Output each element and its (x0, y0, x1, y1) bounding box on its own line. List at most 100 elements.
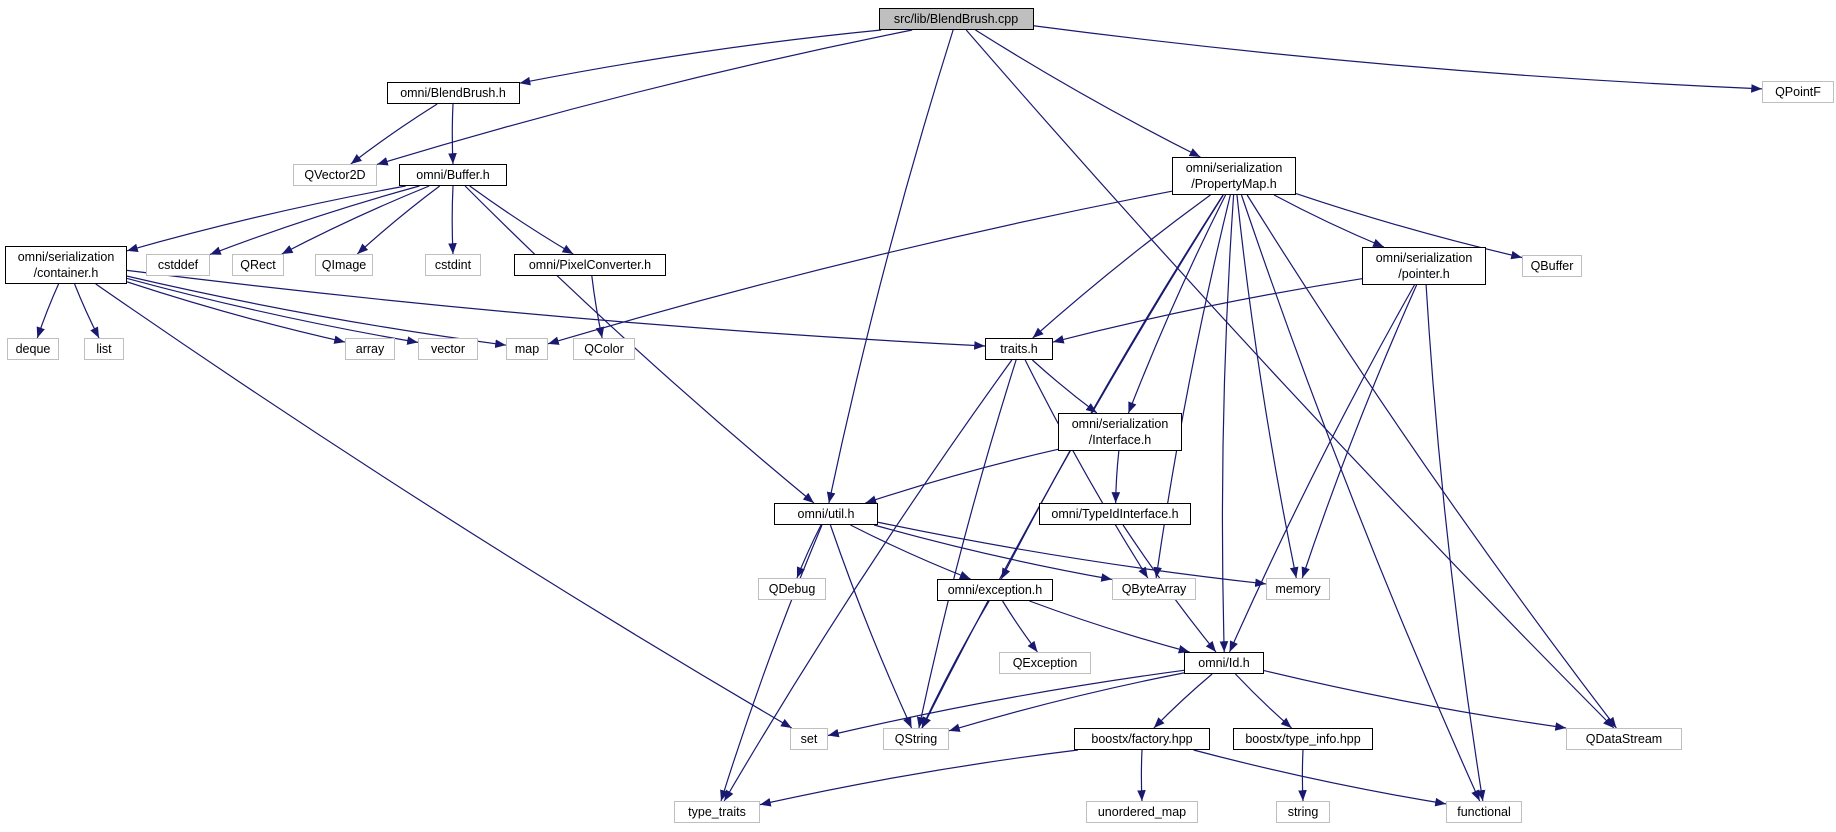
edge-root-to-qdatastream (965, 29, 1615, 729)
edge-pointer-h-to-functional (1425, 284, 1486, 802)
edge-propertymap-h-to-qstring (921, 194, 1224, 729)
node-id-h[interactable]: omni/Id.h (1184, 652, 1264, 674)
edge-container-h-to-deque (36, 283, 60, 339)
edge-buffer-h-to-qimage (356, 185, 441, 255)
node-qexception: QException (999, 652, 1091, 674)
edge-util-h-to-qdebug (796, 524, 822, 579)
edge-id-h-to-factory-hpp (1153, 673, 1213, 729)
edge-propertymap-h-to-qdatastream (1246, 194, 1617, 729)
node-container-h[interactable]: omni/serialization /container.h (5, 246, 127, 284)
edge-factory-hpp-to-functional (1193, 749, 1447, 807)
node-qvector2d: QVector2D (293, 164, 377, 186)
edge-exception-h-to-qexception (1002, 600, 1038, 653)
edge-util-h-to-exception-h (850, 524, 971, 580)
edge-id-h-to-type-info-hpp (1234, 673, 1292, 729)
edge-propertymap-h-to-exception-h (1000, 194, 1224, 580)
edge-interface-h-to-typeidinterface-h (1111, 450, 1121, 504)
node-qbytearray: QByteArray (1112, 578, 1196, 600)
edge-propertymap-h-to-qbuffer (1295, 192, 1523, 260)
node-factory-hpp[interactable]: boostx/factory.hpp (1074, 728, 1210, 750)
edge-container-h-to-set (95, 283, 793, 729)
edge-buffer-h-to-cstdint (448, 185, 457, 255)
edge-container-h-to-map (126, 275, 507, 349)
node-array: array (345, 338, 395, 360)
edge-factory-hpp-to-unordered-map (1137, 749, 1146, 802)
edge-util-h-to-qbytearray (873, 524, 1113, 582)
edge-pointer-h-to-memory (1301, 284, 1418, 579)
node-vector: vector (418, 338, 478, 360)
node-unordered-map: unordered_map (1086, 801, 1198, 823)
edge-buffer-h-to-qrect (281, 185, 430, 255)
edge-propertymap-h-to-pointer-h (1273, 194, 1385, 248)
node-cstdint: cstdint (425, 254, 481, 276)
node-string: string (1276, 801, 1330, 823)
edge-type-info-hpp-to-string (1298, 749, 1307, 802)
edge-blendbrush-h-to-buffer-h (448, 103, 457, 165)
node-functional: functional (1446, 801, 1522, 823)
node-qrect: QRect (232, 254, 284, 276)
edge-traits-h-to-qbytearray (1024, 359, 1149, 579)
edge-pointer-h-to-traits-h (1052, 278, 1363, 344)
edge-pointer-h-to-id-h (1228, 284, 1415, 653)
node-deque: deque (7, 338, 59, 360)
edge-propertymap-h-to-map (547, 190, 1173, 345)
edge-propertymap-h-to-qbytearray (1153, 194, 1231, 579)
edge-propertymap-h-to-interface-h (1127, 194, 1227, 414)
edge-root-to-qvector2d (376, 29, 913, 166)
node-list: list (84, 338, 124, 360)
edge-root-to-propertymap-h (975, 29, 1201, 158)
edge-id-h-to-qstring (948, 672, 1185, 732)
edge-root-to-util-h (826, 29, 954, 504)
edge-buffer-h-to-util-h (464, 185, 815, 504)
node-memory: memory (1266, 578, 1330, 600)
node-type-info-hpp[interactable]: boostx/type_info.hpp (1233, 728, 1373, 750)
edge-id-h-to-set (827, 669, 1185, 738)
edge-container-h-to-array (126, 281, 346, 344)
edge-exception-h-to-id-h (1029, 600, 1190, 654)
edge-interface-h-to-util-h (865, 448, 1059, 504)
edge-propertymap-h-to-traits-h (1032, 194, 1211, 339)
edge-root-to-blendbrush-h (519, 29, 882, 86)
edge-util-h-to-qstring (829, 524, 913, 729)
edge-buffer-h-to-container-h (126, 185, 406, 253)
node-cstddef: cstddef (146, 254, 210, 276)
node-map: map (506, 338, 548, 360)
edge-factory-hpp-to-type-traits (759, 749, 1079, 807)
edge-pixelconverter-h-to-qcolor (591, 275, 605, 339)
node-root[interactable]: src/lib/BlendBrush.cpp (878, 8, 1034, 30)
edge-propertymap-h-to-memory (1236, 194, 1299, 579)
node-propertymap-h[interactable]: omni/serialization /PropertyMap.h (1172, 157, 1296, 195)
node-interface-h[interactable]: omni/serialization /Interface.h (1058, 413, 1182, 451)
node-blendbrush-h[interactable]: omni/BlendBrush.h (386, 82, 520, 104)
edge-blendbrush-h-to-qvector2d (350, 103, 438, 165)
node-qbuffer: QBuffer (1522, 255, 1582, 277)
node-qdatastream: QDataStream (1566, 728, 1682, 750)
node-qimage: QImage (315, 254, 373, 276)
edge-container-h-to-list (74, 283, 100, 339)
node-exception-h[interactable]: omni/exception.h (937, 579, 1053, 601)
node-pointer-h[interactable]: omni/serialization /pointer.h (1362, 247, 1486, 285)
edge-id-h-to-qdatastream (1263, 670, 1567, 731)
edge-traits-h-to-qstring (916, 359, 1017, 729)
node-set: set (790, 728, 828, 750)
edge-root-to-qpointf (1033, 25, 1763, 93)
node-typeidinterface-h[interactable]: omni/TypeIdInterface.h (1039, 503, 1191, 525)
node-type-traits: type_traits (674, 801, 760, 823)
edge-propertymap-h-to-id-h (1219, 194, 1235, 653)
node-traits-h[interactable]: traits.h (985, 338, 1053, 360)
edge-container-h-to-traits-h (126, 269, 986, 350)
node-qpointf: QPointF (1762, 81, 1834, 103)
node-util-h[interactable]: omni/util.h (774, 503, 878, 525)
edge-util-h-to-type-traits (720, 524, 823, 802)
edge-traits-h-to-type-traits (723, 359, 1013, 802)
edge-util-h-to-memory (877, 521, 1267, 588)
node-qdebug: QDebug (758, 578, 826, 600)
node-qcolor: QColor (573, 338, 635, 360)
edge-container-h-to-vector (126, 277, 419, 345)
node-pixelconverter-h[interactable]: omni/PixelConverter.h (514, 254, 666, 276)
edge-propertymap-h-to-functional (1240, 194, 1481, 802)
node-qstring: QString (883, 728, 949, 750)
node-buffer-h[interactable]: omni/Buffer.h (399, 164, 507, 186)
